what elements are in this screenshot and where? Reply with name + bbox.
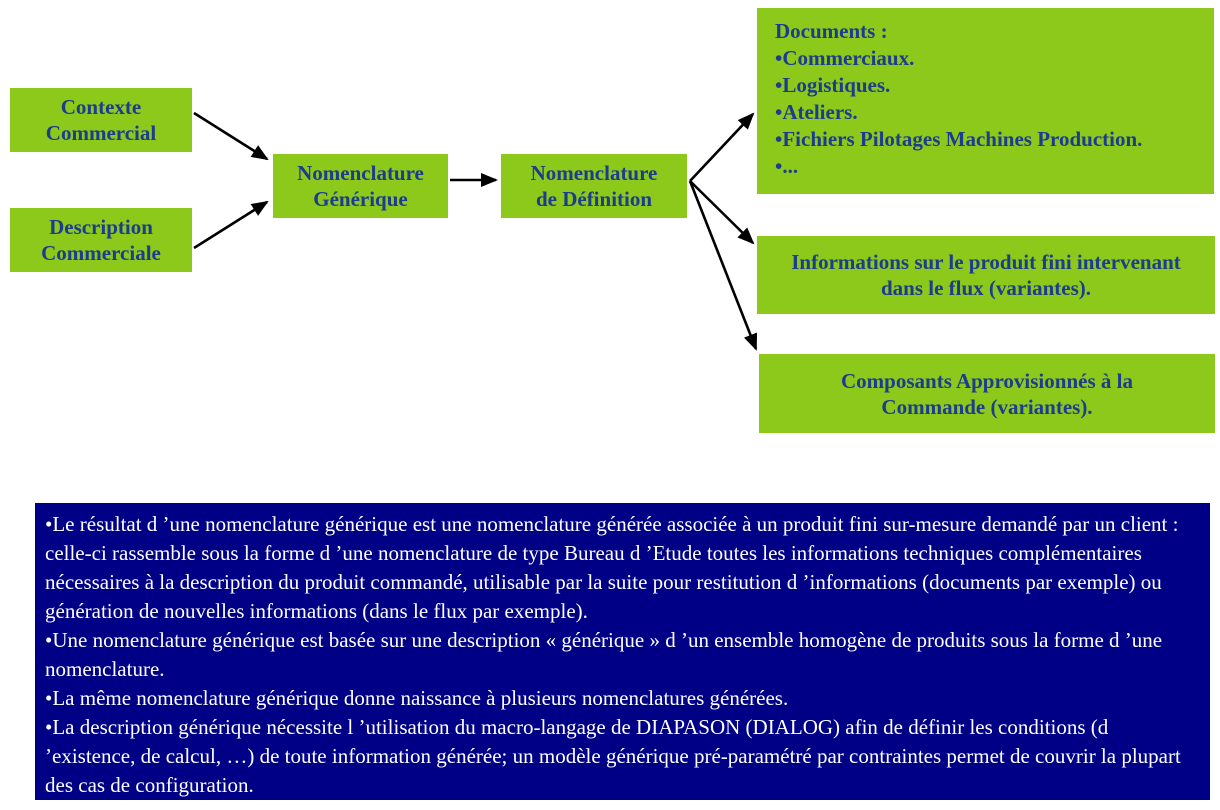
documents-item-etc: •... <box>775 154 799 178</box>
note-paragraph-resultat: •Le résultat d ’une nomenclature génériq… <box>45 512 1179 623</box>
documents-item-logistiques: •Logistiques. <box>775 73 891 97</box>
contexte-commercial-box: Contexte Commercial <box>10 88 192 152</box>
informations-produit-box: Informations sur le produit fini interve… <box>757 236 1215 314</box>
documents-title: Documents : <box>775 19 888 43</box>
documents-item-fichiers-pilotages: •Fichiers Pilotages Machines Production. <box>775 127 1143 151</box>
composants-approvisionnes-box: Composants Approvisionnés à la Commande … <box>759 354 1215 433</box>
nomenclature-definition-box: Nomenclature de Définition <box>501 154 687 218</box>
documents-item-ateliers: •Ateliers. <box>775 100 858 124</box>
arrow-definition-to-informations <box>689 180 755 245</box>
nomenclature-generique-box: Nomenclature Générique <box>273 154 448 218</box>
arrow-contexte-to-nomenclature-generique <box>193 111 269 161</box>
arrow-definition-to-documents <box>689 112 755 182</box>
arrow-definition-to-composants <box>688 180 758 351</box>
arrow-description-to-nomenclature-generique <box>193 200 269 250</box>
description-commerciale-box: Description Commerciale <box>10 208 192 272</box>
note-paragraph-macro-langage: •La description générique nécessite l ’u… <box>45 715 1181 797</box>
documents-box: Documents : •Commerciaux. •Logistiques. … <box>757 8 1214 194</box>
documents-item-commerciaux: •Commerciaux. <box>775 46 915 70</box>
explanation-note: •Le résultat d ’une nomenclature génériq… <box>35 503 1210 800</box>
note-paragraph-basee-sur: •Une nomenclature générique est basée su… <box>45 628 1163 681</box>
note-paragraph-meme-nomenclature: •La même nomenclature générique donne na… <box>45 686 789 710</box>
